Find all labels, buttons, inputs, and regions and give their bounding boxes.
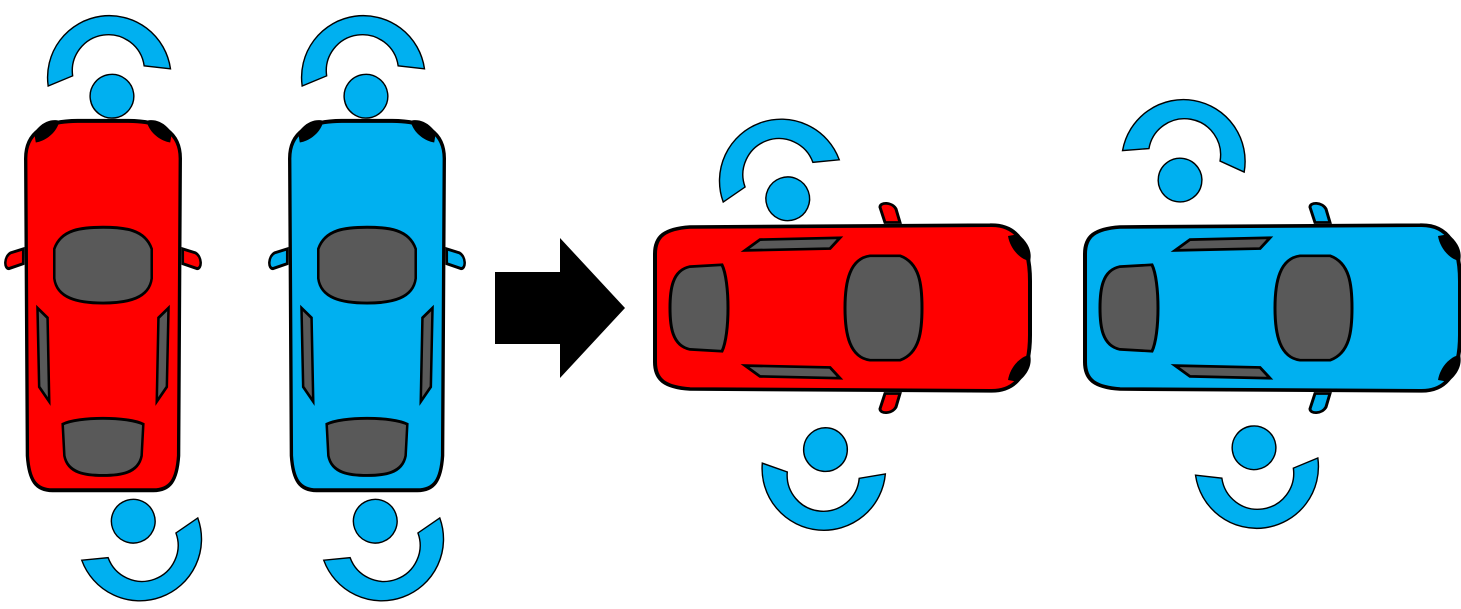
blue-car-horizontal (1083, 201, 1461, 415)
red-car-vertical (3, 118, 203, 493)
right-arrow-icon (495, 238, 625, 378)
before-group (3, 6, 467, 609)
person-icon (701, 101, 854, 242)
person-icon (38, 6, 177, 128)
person-icon (1114, 89, 1256, 214)
person-icon (1189, 416, 1328, 538)
after-group (653, 89, 1461, 538)
person-icon (756, 421, 890, 537)
blue-car-vertical (267, 118, 467, 493)
person-icon (67, 478, 220, 609)
person-icon (292, 6, 431, 128)
red-car-horizontal (653, 201, 1033, 415)
person-icon (309, 478, 462, 609)
